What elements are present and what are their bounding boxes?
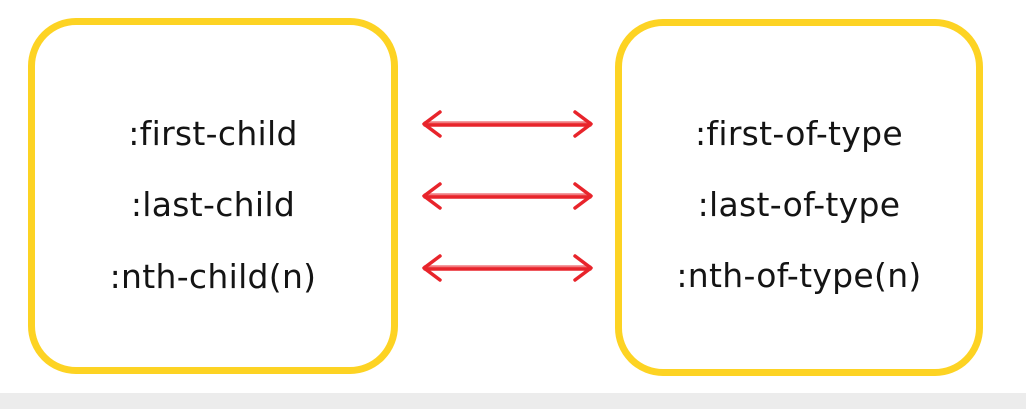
arrow-last <box>422 182 593 210</box>
type-selectors-box: :first-of-type :last-of-type :nth-of-typ… <box>615 19 983 376</box>
nth-child-label: :nth-child(n) <box>109 257 317 296</box>
child-selectors-box: :first-child :last-child :nth-child(n) <box>28 18 398 374</box>
first-of-type-label: :first-of-type <box>695 114 903 153</box>
first-child-label: :first-child <box>128 114 298 153</box>
arrow-nth <box>422 254 593 282</box>
last-child-label: :last-child <box>130 185 296 224</box>
arrow-first <box>422 110 593 138</box>
nth-of-type-label: :nth-of-type(n) <box>676 256 922 295</box>
bottom-strip <box>0 393 1026 409</box>
last-of-type-label: :last-of-type <box>697 185 901 224</box>
